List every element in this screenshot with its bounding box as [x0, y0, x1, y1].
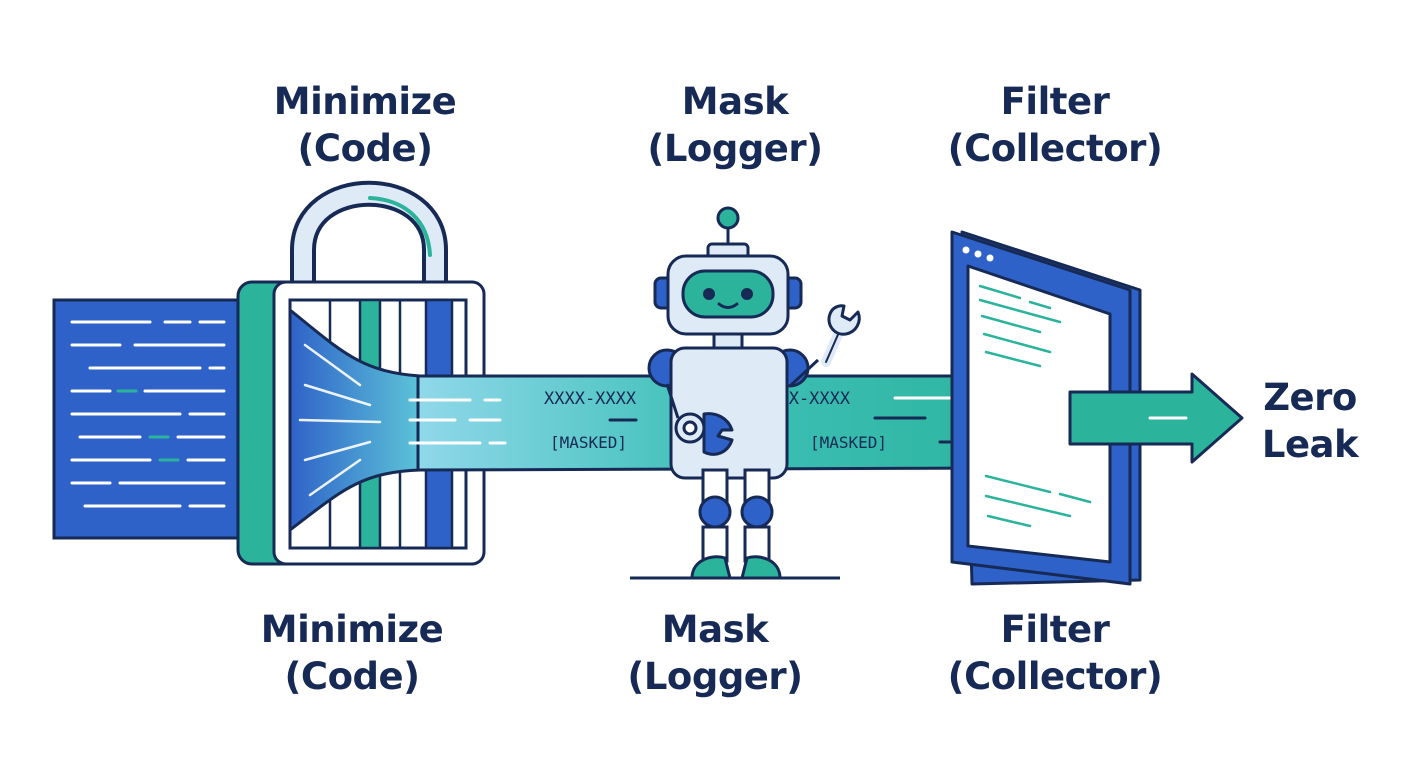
stage-title: Minimize	[273, 80, 457, 123]
stage-title: Mask	[661, 608, 769, 651]
masked-tag-1: [MASKED]	[550, 433, 627, 452]
screen-panel-icon	[950, 230, 1142, 586]
outcome-label: Zero Leak	[1240, 374, 1380, 468]
stage-label-mask-top: Mask (Logger)	[595, 78, 875, 172]
outcome-line-2: Leak	[1261, 423, 1359, 466]
stage-label-minimize-top: Minimize (Code)	[225, 78, 505, 172]
stage-title: Minimize	[260, 608, 444, 651]
stage-title: Filter	[1000, 80, 1110, 123]
stage-title: Mask	[681, 80, 789, 123]
stage-label-minimize-bottom: Minimize (Code)	[212, 606, 492, 700]
stage-label-mask-bottom: Mask (Logger)	[575, 606, 855, 700]
stage-subtitle: (Collector)	[947, 655, 1163, 698]
stage-subtitle: (Code)	[297, 127, 433, 170]
stage-subtitle: (Logger)	[627, 655, 803, 698]
stage-label-filter-top: Filter (Collector)	[915, 78, 1195, 172]
stage-subtitle: (Code)	[284, 655, 420, 698]
robot-icon	[630, 206, 840, 580]
outcome-line-1: Zero	[1263, 376, 1357, 419]
stage-subtitle: (Logger)	[647, 127, 823, 170]
masked-tag-2: [MASKED]	[810, 433, 887, 452]
stage-subtitle: (Collector)	[947, 127, 1163, 170]
arrow-right-icon	[1068, 372, 1244, 464]
masked-id-1: XXXX-XXXX	[544, 389, 637, 409]
raw-data-block	[52, 298, 246, 540]
wrench-icon	[702, 304, 861, 456]
stage-label-filter-bottom: Filter (Collector)	[915, 606, 1195, 700]
stage-title: Filter	[1000, 608, 1110, 651]
